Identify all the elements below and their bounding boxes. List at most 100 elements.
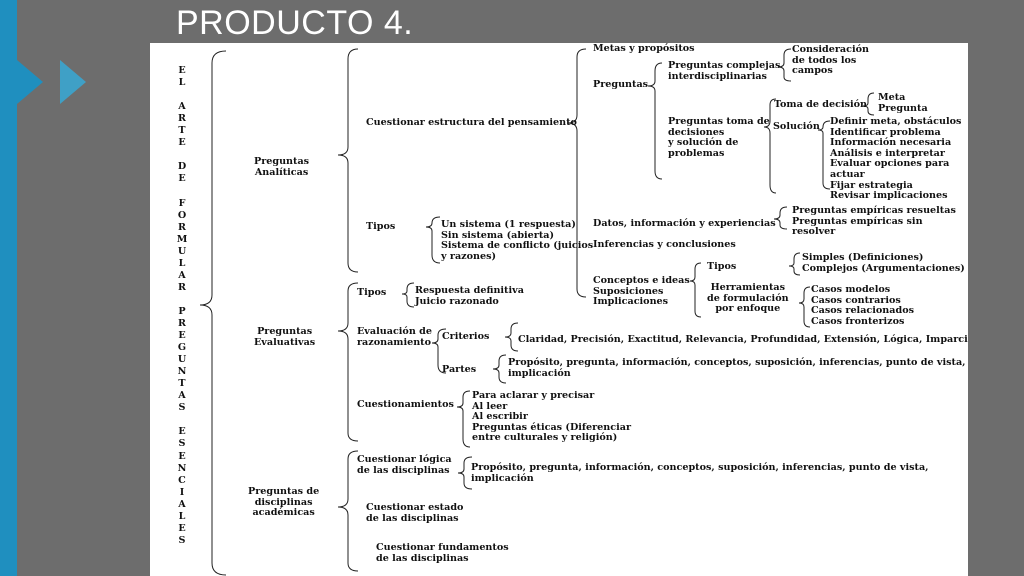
node-cuestionar-fundamentos: Cuestionar fundamentos de las disciplina…	[376, 542, 509, 564]
node-simples-complejos: Simples (Definiciones) Complejos (Argume…	[802, 252, 965, 274]
bracket-cuestionar	[567, 48, 587, 298]
root-letter: F	[178, 197, 186, 209]
root-letter: G	[177, 342, 187, 354]
root-letter	[176, 149, 188, 161]
bracket-solucion	[817, 120, 831, 190]
bracket-partes	[492, 354, 507, 384]
node-cuestionamientos-items: Para aclarar y precisar Al leer Al escri…	[472, 390, 632, 444]
root-letter: T	[178, 378, 186, 390]
diagram-brackets	[199, 48, 875, 576]
root-letter	[176, 414, 188, 426]
root-letter: E	[178, 65, 186, 76]
root-letter	[176, 294, 188, 306]
node-datos: Datos, información y experiencias	[593, 218, 776, 229]
bracket-meta	[862, 92, 875, 116]
node-tipos-evaluativas: Tipos	[357, 287, 387, 298]
bracket-datos	[773, 206, 788, 230]
node-partes: Partes	[442, 364, 477, 375]
root-letter: S	[178, 534, 186, 546]
root-letter: A	[178, 269, 186, 281]
root-letter	[176, 89, 188, 101]
node-empiricas: Preguntas empíricas resueltas Preguntas …	[792, 205, 956, 238]
bracket-casos	[798, 286, 811, 328]
root-letter: L	[178, 77, 186, 89]
root-letter: N	[177, 366, 187, 378]
root-letter: E	[178, 330, 186, 342]
accent-arrow-icon	[17, 60, 43, 104]
node-cuestionar-estructura: Cuestionar estructura del pensamiento	[366, 117, 577, 128]
accent-bar	[0, 0, 17, 576]
root-letter: E	[178, 137, 186, 149]
root-letter: U	[177, 245, 187, 257]
bracket-logica	[457, 456, 473, 490]
node-partes-items: Propósito, pregunta, información, concep…	[508, 357, 966, 379]
root-letter: I	[179, 486, 185, 498]
node-solucion: Solución	[773, 121, 820, 132]
root-letter: E	[178, 522, 186, 534]
bracket-consideracion	[777, 48, 792, 82]
node-criterios-items: Claridad, Precisión, Exactitud, Relevanc…	[518, 334, 968, 345]
root-letter: E	[178, 173, 186, 185]
node-preguntas-evaluativas: Preguntas Evaluativas	[254, 326, 316, 348]
node-cuestionar-logica: Cuestionar lógica de las disciplinas	[357, 454, 452, 476]
root-letter: A	[178, 498, 186, 510]
bracket-cuestionamientos	[456, 390, 471, 448]
root-letter: N	[177, 462, 187, 474]
node-preguntas: Preguntas	[593, 79, 649, 90]
bracket-criterios	[504, 322, 519, 352]
root-letter: E	[178, 450, 186, 462]
bracket-evaluacion	[431, 328, 447, 374]
node-consideracion: Consideración de todos los campos	[792, 44, 869, 77]
bracket-evaluativas	[337, 282, 359, 442]
root-letter: M	[176, 233, 188, 245]
bracket-sistemas	[425, 216, 441, 264]
node-casos: Casos modelos Casos contrarios Casos rel…	[811, 284, 914, 327]
root-letter: T	[178, 125, 186, 137]
root-letter: R	[178, 113, 186, 125]
node-metas: Metas y propósitos	[593, 43, 695, 54]
root-letter	[176, 185, 188, 197]
node-preguntas-analiticas: Preguntas Analíticas	[254, 156, 310, 178]
node-evaluacion-razonamiento: Evaluación de razonamiento	[357, 326, 432, 348]
node-toma-de-decision: Toma de decisión	[774, 99, 868, 110]
node-meta-pregunta: Meta Pregunta	[878, 92, 928, 114]
node-cuestionar-estado: Cuestionar estado de las disciplinas	[366, 502, 464, 524]
node-conceptos: Conceptos e ideas Suposiciones Implicaci…	[593, 275, 690, 308]
node-criterios: Criterios	[442, 331, 490, 342]
node-toma-decisiones: Preguntas toma de decisiones y solución …	[668, 116, 770, 159]
root-letter: R	[178, 317, 186, 329]
bracket-preguntas	[647, 62, 663, 180]
node-herramientas: Herramientas de formulación por enfoque	[707, 282, 789, 315]
node-sistemas: Un sistema (1 respuesta) Sin sistema (ab…	[441, 219, 594, 262]
root-letter: U	[177, 354, 187, 366]
node-preguntas-complejas: Preguntas complejas interdisciplinarias	[668, 60, 781, 82]
root-letter: R	[178, 221, 186, 233]
root-letter: S	[178, 438, 186, 450]
bracket-simples	[788, 252, 801, 276]
root-letter: L	[178, 257, 186, 269]
bracket-academicas	[337, 450, 359, 572]
node-cuestionamientos: Cuestionamientos	[357, 399, 454, 410]
root-letter: O	[177, 209, 187, 221]
root-letter: P	[178, 305, 186, 317]
node-tipos-analiticas: Tipos	[366, 221, 396, 232]
node-solucion-items: Definir meta, obstáculos Identificar pro…	[830, 116, 962, 202]
root-letter: L	[178, 510, 186, 522]
root-letter: R	[178, 281, 186, 293]
root-letter: A	[178, 101, 186, 113]
root-letter: D	[177, 161, 187, 173]
bracket-analiticas	[337, 48, 359, 273]
node-inferencias: Inferencias y conclusiones	[593, 239, 736, 250]
node-logica-items: Propósito, pregunta, información, concep…	[471, 462, 929, 484]
slide-title: PRODUCTO 4.	[176, 4, 414, 42]
root-letter: A	[178, 390, 186, 402]
root-letter: C	[178, 474, 186, 486]
node-tipos-eval-items: Respuesta definitiva Juicio razonado	[415, 285, 524, 307]
root-letter: S	[178, 402, 186, 414]
bracket-tipos-eval	[401, 282, 415, 308]
accent-arrow-secondary-icon	[60, 60, 86, 104]
bracket-conceptos	[689, 262, 702, 318]
node-tipos-conceptos: Tipos	[707, 261, 737, 272]
